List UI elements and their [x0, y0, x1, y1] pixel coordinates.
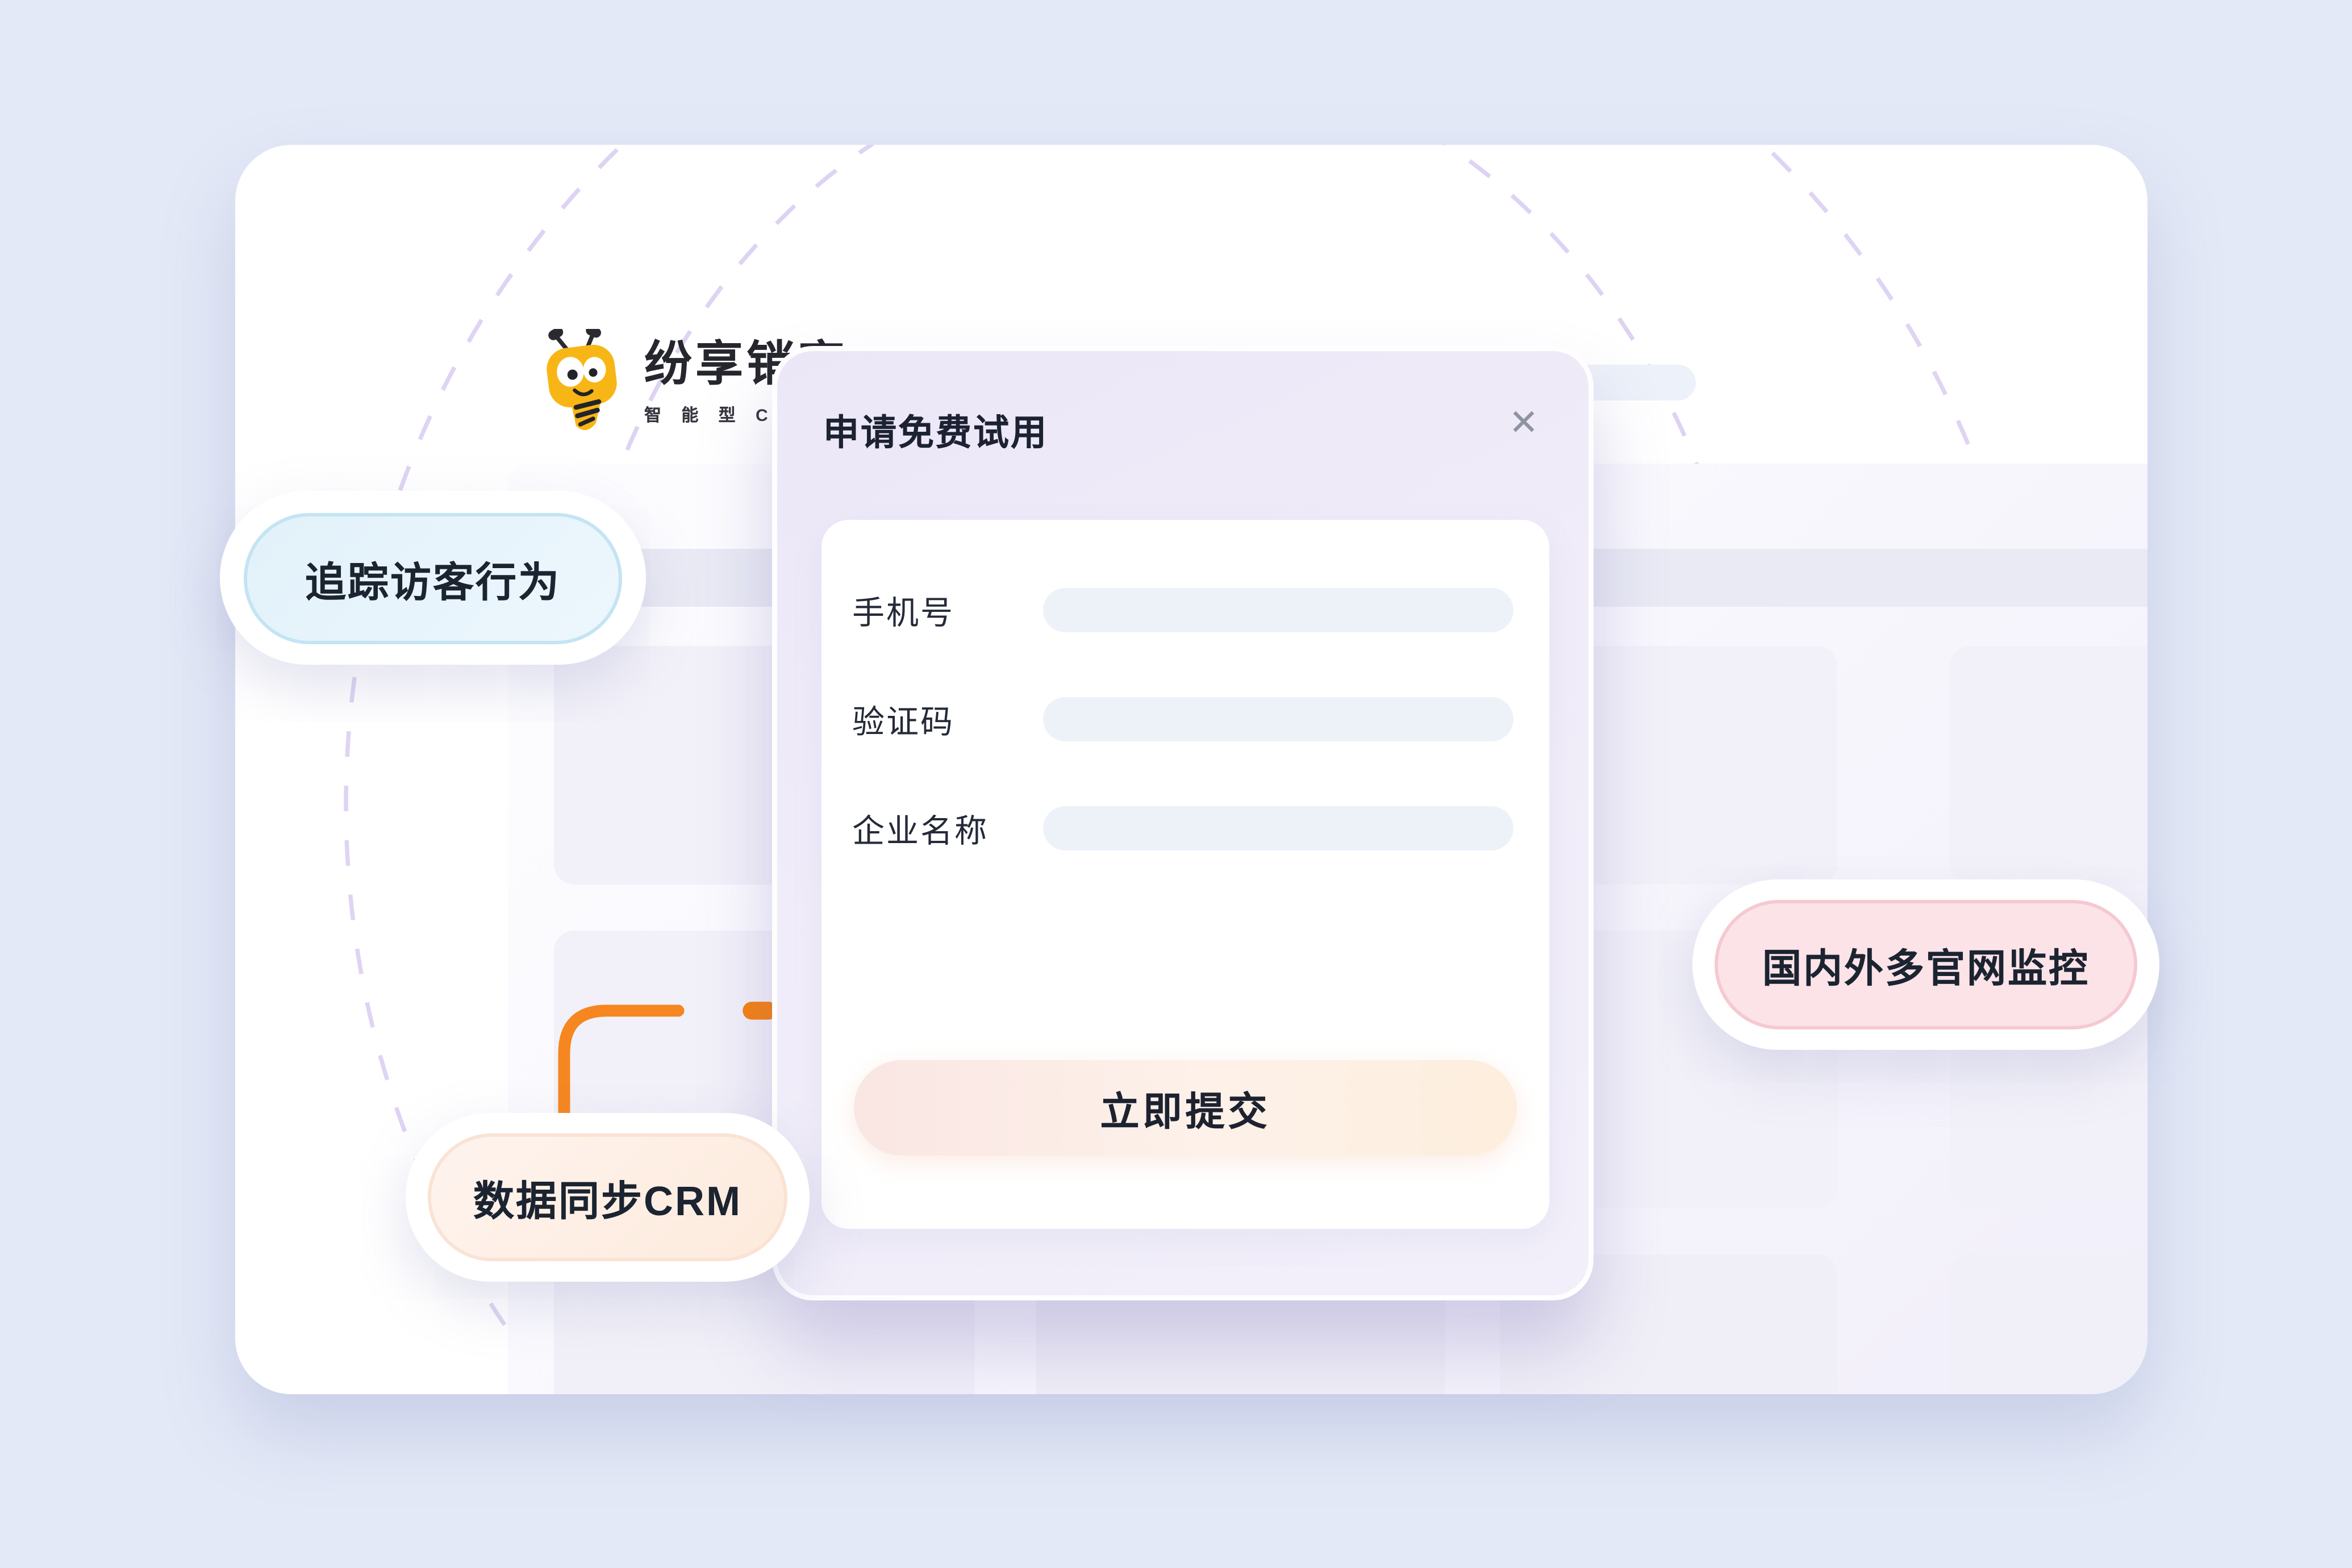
submit-button[interactable]: 立即提交 — [854, 1060, 1517, 1156]
company-name-label: 企业名称 — [852, 814, 989, 850]
badge-track-visitors: 追踪访客行为 — [220, 491, 646, 665]
modal-title: 申请免费试用 — [823, 414, 1048, 453]
close-icon[interactable]: ✕ — [1508, 403, 1539, 443]
verification-code-input[interactable] — [1043, 697, 1513, 741]
badge-crm-sync-label: 数据同步CRM — [428, 1133, 787, 1261]
modal-form-card: 手机号 验证码 企业名称 立即提交 — [821, 520, 1549, 1229]
skeleton-card — [1950, 646, 2147, 885]
company-name-input[interactable] — [1043, 806, 1513, 850]
company-row: 企业名称 — [821, 806, 1549, 850]
verification-code-label: 验证码 — [852, 704, 955, 741]
bee-mascot-icon — [547, 329, 617, 431]
verification-row: 验证码 — [821, 697, 1549, 741]
badge-track-visitors-label: 追踪访客行为 — [244, 512, 622, 644]
phone-row: 手机号 — [821, 588, 1549, 632]
phone-input[interactable] — [1043, 588, 1513, 632]
trial-modal: 申请免费试用 ✕ 手机号 验证码 企业名称 立即提交 — [772, 346, 1594, 1300]
badge-site-monitoring: 国内外多官网监控 — [1692, 879, 2159, 1050]
skeleton-card — [1950, 1254, 2147, 1394]
badge-site-monitoring-label: 国内外多官网监控 — [1715, 900, 2137, 1029]
badge-crm-sync: 数据同步CRM — [406, 1113, 810, 1282]
phone-label: 手机号 — [852, 595, 955, 632]
